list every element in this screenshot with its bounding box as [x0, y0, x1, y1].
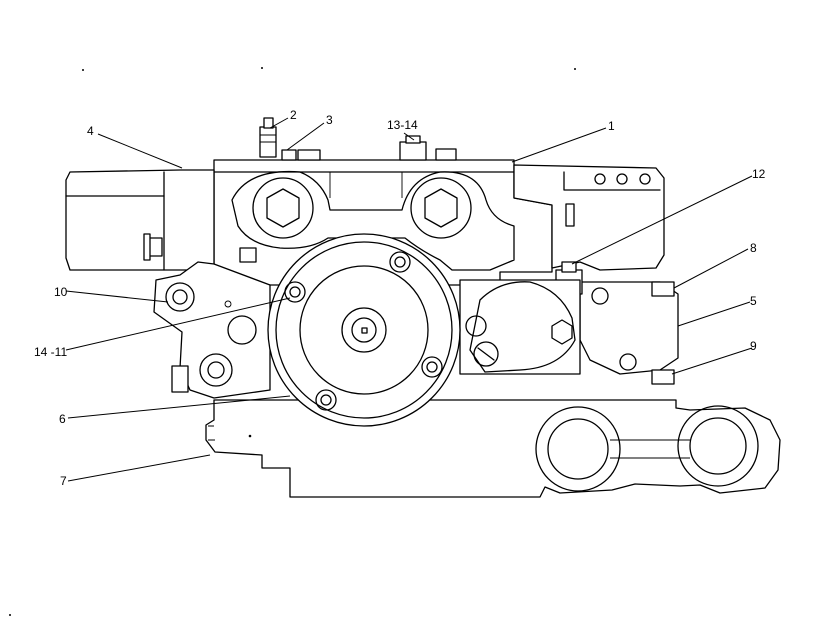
callout-1: 1: [608, 119, 615, 133]
leader-3: [286, 122, 325, 151]
leader-10: [65, 290, 169, 303]
leader-5: [677, 301, 751, 327]
leader-1: [511, 127, 607, 163]
leader-9: [671, 347, 753, 375]
main-body: [213, 117, 553, 286]
callout-12: 12: [752, 167, 766, 181]
callout-3: 3: [326, 113, 333, 127]
leader-4: [97, 133, 183, 169]
callout-10: 10: [54, 285, 68, 299]
leader-8: [673, 248, 749, 289]
callout-4: 4: [87, 124, 94, 138]
callout-5: 5: [750, 294, 757, 308]
leader-13-14: [403, 132, 415, 141]
callout-labels: 2 3 13-14 1 4 12 8 5 10 14 -11 9 6 7: [34, 108, 766, 488]
leader-6: [67, 395, 291, 419]
callout-2: 2: [290, 108, 297, 122]
callout-13-14: 13-14: [387, 118, 418, 132]
leader-14-11: [65, 297, 291, 351]
mounting-base: [205, 399, 781, 498]
right-housing: [513, 164, 665, 271]
callout-8: 8: [750, 241, 757, 255]
pump-adapter: [459, 279, 581, 375]
callout-9: 9: [750, 339, 757, 353]
callout-6: 6: [59, 412, 66, 426]
leader-7: [67, 454, 211, 482]
left-housing: [65, 169, 215, 271]
leader-lines: [65, 117, 753, 482]
leader-12: [571, 175, 753, 265]
left-bracket: [153, 261, 271, 399]
end-cover: [267, 233, 461, 427]
leader-2: [269, 117, 289, 129]
callout-7: 7: [60, 474, 67, 488]
callout-14-11: 14 -11: [34, 345, 67, 359]
